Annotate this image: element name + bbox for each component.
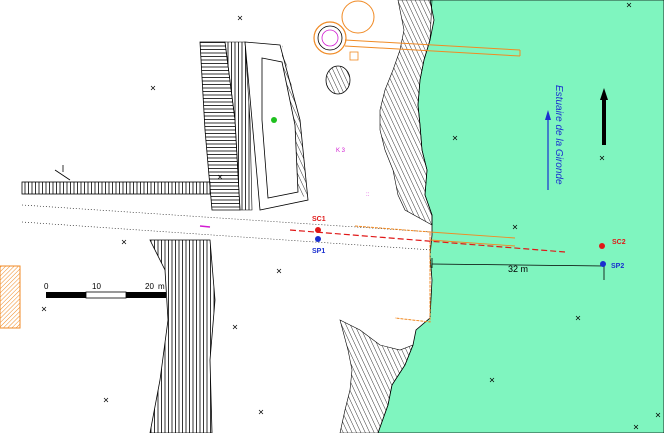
scale-tick-0: 0	[44, 282, 49, 291]
scale-tick-20: 20	[145, 282, 154, 291]
point-sc1-marker	[315, 227, 321, 233]
south-embankment	[149, 239, 216, 434]
bank-slope-north	[379, 0, 433, 226]
point-sp2-label: SP2	[611, 263, 624, 270]
scale-bar: 0 10 20 m	[44, 282, 166, 299]
tower-outer	[341, 0, 375, 34]
tower-ring	[313, 21, 347, 55]
point-sp2-marker	[600, 261, 606, 267]
distance-label: 32 m	[508, 264, 528, 274]
quay-wall-west	[21, 181, 211, 195]
north-arrow-icon	[600, 88, 608, 145]
estuary-label: Estuaire de la Gironde	[553, 85, 564, 185]
dock-basin-hatch	[282, 45, 308, 200]
svg-text:::: ::	[366, 192, 370, 198]
scale-unit: m	[158, 282, 165, 291]
point-sc2-marker	[599, 243, 605, 249]
distance-line	[431, 263, 605, 267]
section-line	[289, 229, 566, 253]
scale-tick-10: 10	[92, 282, 101, 291]
dock-basin-inner	[261, 57, 299, 199]
point-sp1-marker	[315, 236, 321, 242]
point-sc1-label: SC1	[312, 216, 326, 223]
green-marker	[271, 117, 277, 123]
orange-block	[0, 265, 21, 329]
bollard-structure	[325, 65, 351, 95]
svg-text:K 3: K 3	[336, 148, 346, 154]
point-sp1-label: SP1	[312, 248, 325, 255]
survey-crosses	[41, 2, 661, 430]
bank-slope-south	[339, 319, 414, 434]
point-sc2-label: SC2	[612, 239, 626, 246]
